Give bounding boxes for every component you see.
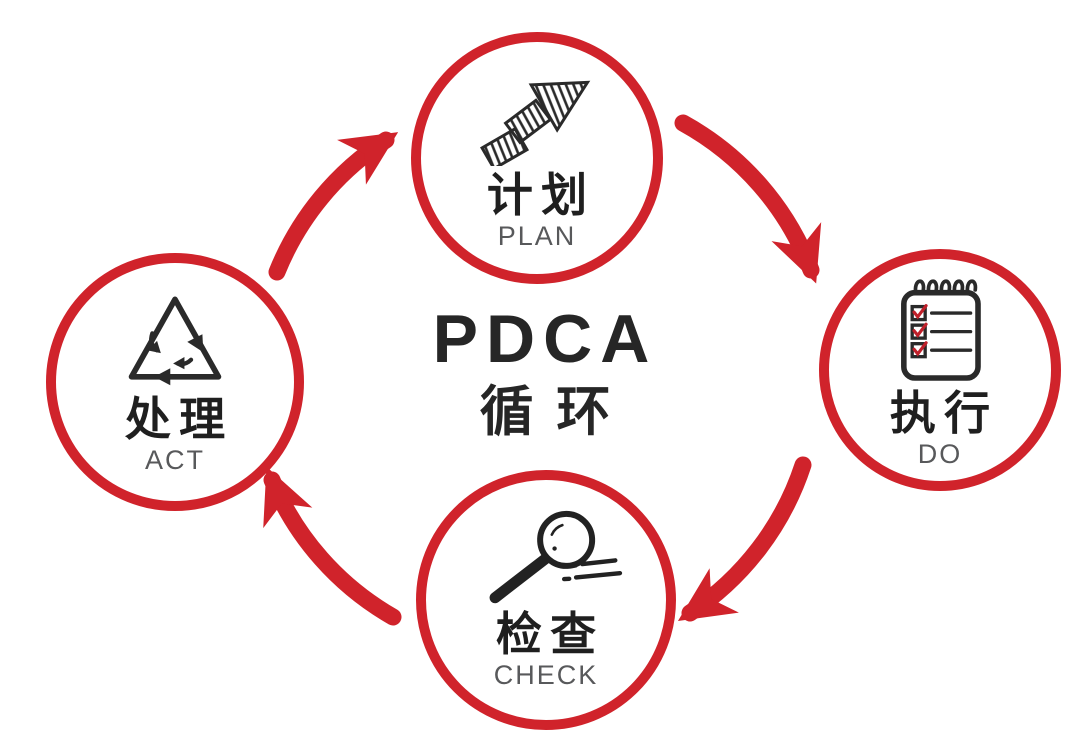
check-label-en: CHECK (493, 660, 599, 691)
plan-label-zh: 计划 (486, 168, 596, 221)
diagram-subtitle: 循环 (479, 382, 634, 442)
arrow-act-to-plan (268, 131, 399, 281)
act-label-zh: 处理 (124, 392, 234, 445)
node-plan: 计划 PLAN (411, 32, 663, 284)
arrow-plan-to-do (674, 114, 822, 284)
plan-label-en: PLAN (497, 221, 577, 252)
act-label-en: ACT (145, 445, 205, 476)
node-act: 处理 ACT (46, 253, 304, 511)
magnifying-glass-icon (489, 510, 623, 604)
rising-arrow-icon (480, 80, 591, 166)
recycle-triangle-icon (128, 296, 222, 386)
do-label-en: DO (917, 439, 963, 470)
node-check: 检查 CHECK (416, 470, 676, 730)
arrow-check-to-act (263, 466, 402, 626)
check-label-zh: 检查 (495, 607, 605, 660)
diagram-title: PDCA (432, 301, 658, 377)
do-label-zh: 执行 (889, 386, 999, 439)
checklist-notepad-icon (901, 279, 981, 381)
arrow-do-to-check (677, 456, 812, 622)
node-do: 执行 DO (819, 249, 1061, 491)
diagram-title-block: PDCA 循环 (433, 305, 658, 439)
